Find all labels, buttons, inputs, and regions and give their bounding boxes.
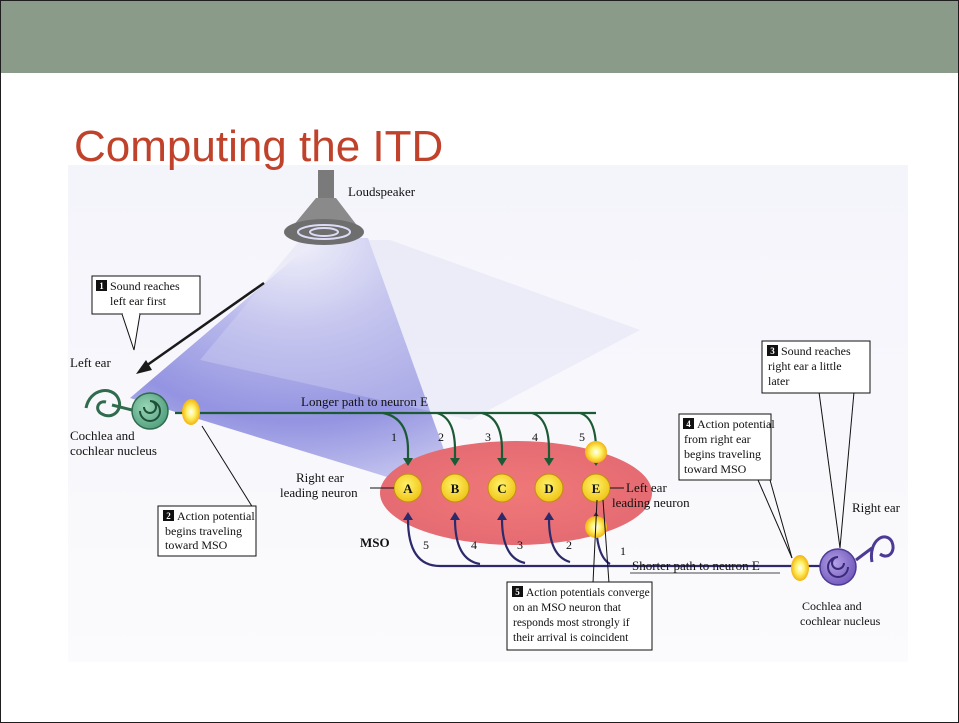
callout-2-line2: begins traveling <box>165 524 242 538</box>
left-ear-icon <box>84 389 169 430</box>
callout-3-line3: later <box>768 374 789 388</box>
bottom-branch-number: 2 <box>566 538 572 552</box>
right-cochlea-label-line2: cochlear nucleus <box>800 614 881 628</box>
top-branch-number: 4 <box>532 430 538 444</box>
slide-header-bar <box>1 1 958 73</box>
callout-2: 2 Action potential begins traveling towa… <box>157 425 257 557</box>
sound-cone <box>130 238 462 500</box>
left-action-potential <box>182 399 200 425</box>
callout-1-line1: Sound reaches <box>110 279 180 293</box>
callout-2-line1: Action potential <box>177 509 255 523</box>
sound-cone-haze <box>200 240 640 420</box>
callout-3-line1: Sound reaches <box>781 344 851 358</box>
loudspeaker-label: Loudspeaker <box>348 184 416 199</box>
right-cochlea-label-line1: Cochlea and <box>802 599 862 613</box>
top-branch-number: 2 <box>438 430 444 444</box>
callout-3-number: 3 <box>770 346 775 356</box>
right-ear-icon <box>819 535 895 586</box>
right-ear-label: Right ear <box>852 500 901 515</box>
longer-path-label: Longer path to neuron E <box>301 394 428 409</box>
neuron-c-label: C <box>497 481 506 496</box>
left-leading-label-line2: leading neuron <box>612 495 690 510</box>
callout-4: 4 Action potential from right ear begins… <box>678 413 793 559</box>
bottom-branch-number: 3 <box>517 538 523 552</box>
callout-4-line3: begins traveling <box>684 447 761 461</box>
top-branch-number: 5 <box>579 430 585 444</box>
callout-5-line3: responds most strongly if <box>513 617 630 629</box>
callout-4-number: 4 <box>686 419 691 429</box>
callout-4-line1: Action potential <box>697 417 775 431</box>
shorter-path-label: Shorter path to neuron E <box>632 558 760 573</box>
callout-2-number: 2 <box>166 511 171 521</box>
mso-neurons <box>393 473 611 503</box>
right-leading-label-line2: leading neuron <box>280 485 358 500</box>
neuron-b-label: B <box>451 481 460 496</box>
bottom-branch-number: 4 <box>471 538 477 552</box>
callout-5-line1: Action potentials converge <box>526 587 650 599</box>
callout-2-line3: toward MSO <box>165 538 228 552</box>
mso-region <box>380 441 652 545</box>
coincidence-flash-top <box>585 441 607 463</box>
callout-4-line2: from right ear <box>684 432 751 446</box>
left-ear-label: Left ear <box>70 355 111 370</box>
right-action-potential <box>791 555 809 581</box>
mso-label: MSO <box>360 535 390 550</box>
top-branch-number: 1 <box>391 430 397 444</box>
neuron-e-label: E <box>592 481 601 496</box>
neuron-d-label: D <box>544 481 553 496</box>
left-cochlea-label-line2: cochlear nucleus <box>70 443 157 458</box>
callout-1: 1 Sound reaches left ear first <box>91 275 201 351</box>
bottom-branch-number: 5 <box>423 538 429 552</box>
callout-3-line2: right ear a little <box>768 359 842 373</box>
loudspeaker-icon <box>284 170 364 245</box>
callout-1-number: 1 <box>99 281 104 291</box>
callout-5-line4: their arrival is coincident <box>513 632 629 644</box>
right-leading-label-line1: Right ear <box>296 470 345 485</box>
bottom-branch-number: 1 <box>620 544 626 558</box>
callout-3: 3 Sound reaches right ear a little later <box>761 340 871 549</box>
left-cochlea-label-line1: Cochlea and <box>70 428 135 443</box>
top-branch-number: 3 <box>485 430 491 444</box>
left-leading-label-line1: Left ear <box>626 480 667 495</box>
callout-1-line2: left ear first <box>110 294 167 308</box>
callout-5-number: 5 <box>515 587 520 597</box>
neuron-a-label: A <box>403 481 413 496</box>
callout-4-line4: toward MSO <box>684 462 747 476</box>
slide-title: Computing the ITD <box>74 122 444 171</box>
callout-5: 5 Action potentials converge on an MSO n… <box>506 499 653 651</box>
sound-arrow <box>136 281 265 374</box>
callout-5-line2: on an MSO neuron that <box>513 602 622 614</box>
